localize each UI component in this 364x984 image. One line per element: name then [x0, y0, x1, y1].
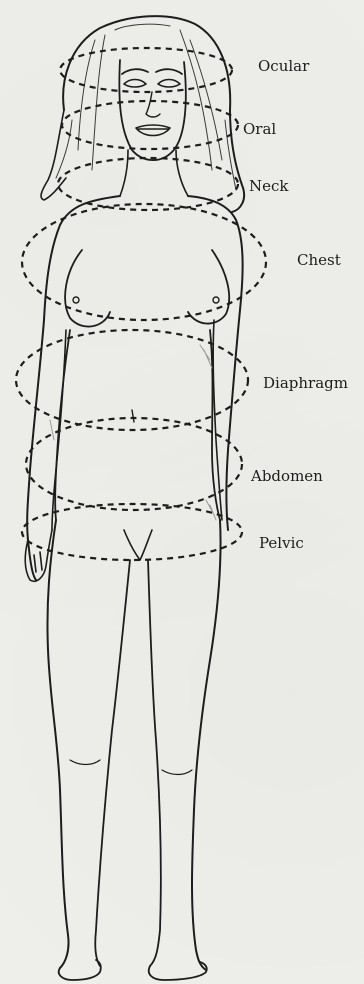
left-leg-inner — [95, 560, 130, 966]
left-waist — [55, 330, 70, 520]
mouth — [136, 125, 170, 136]
abdomen-ring — [26, 418, 242, 510]
neck-left — [120, 150, 128, 196]
left-breast — [65, 250, 110, 327]
left-brow — [122, 69, 148, 74]
label-chest: Chest — [297, 253, 341, 268]
left-foot — [59, 960, 101, 980]
chest-ring — [22, 204, 266, 320]
left-nipple — [73, 297, 79, 303]
neck-ring — [58, 158, 238, 210]
label-diaphragm: Diaphragm — [263, 376, 348, 391]
ocular-ring — [60, 48, 232, 92]
right-leg-inner — [148, 560, 161, 966]
right-foot — [149, 962, 207, 980]
label-neck: Neck — [249, 179, 289, 194]
face-outline — [119, 60, 185, 160]
right-brow — [156, 69, 182, 74]
label-ocular: Ocular — [258, 59, 309, 74]
label-pelvic: Pelvic — [259, 536, 304, 551]
right-breast — [188, 250, 229, 324]
right-eye — [158, 80, 180, 88]
left-eye — [124, 80, 146, 88]
left-shoulder-arm — [27, 196, 120, 580]
nose — [146, 92, 160, 117]
right-knee — [162, 770, 192, 775]
right-shoulder-arm — [188, 196, 243, 530]
shading — [50, 345, 216, 520]
label-abdomen: Abdomen — [251, 469, 323, 484]
hair-outline — [63, 16, 244, 212]
label-oral: Oral — [243, 122, 276, 137]
left-leg-outer — [47, 520, 68, 968]
right-nipple — [213, 297, 219, 303]
navel — [132, 410, 134, 422]
neck-right — [176, 150, 188, 196]
left-knee — [70, 760, 100, 765]
right-leg-outer — [192, 520, 221, 970]
pubic-area — [124, 530, 152, 560]
